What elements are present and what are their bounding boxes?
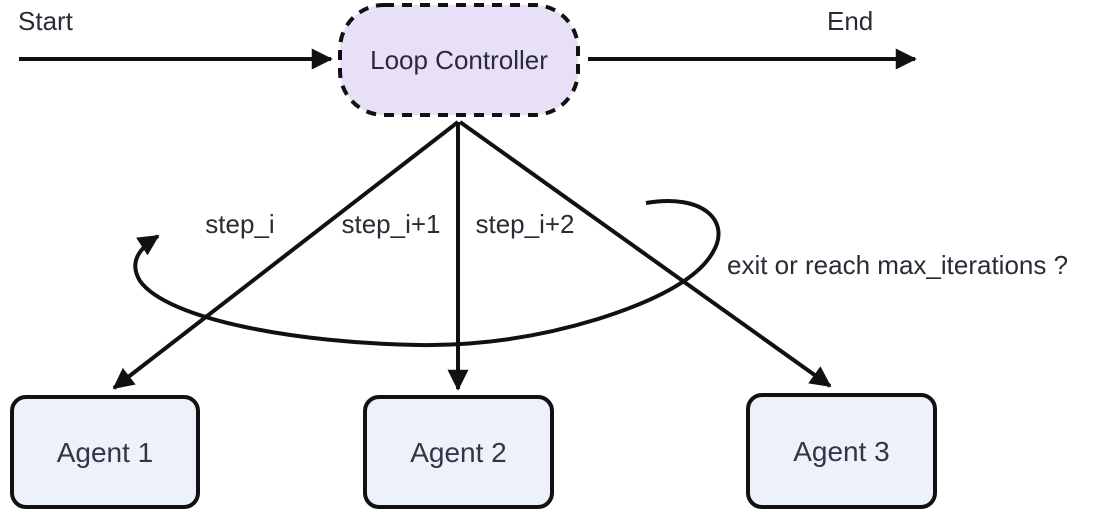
edge-step-i-label: step_i [205,209,275,239]
loop-controller-node [338,3,580,117]
loop-controller-label: Loop Controller [370,44,548,75]
loopback-arrow [133,199,721,348]
end-label: End [827,6,874,36]
start-label: Start [18,6,73,36]
agent-2-node [363,395,554,509]
exit-condition-label: exit or reach max_iterations ? [727,250,1069,280]
agent-3-label: Agent 3 [793,435,890,467]
edge-step-i2-label: step_i+2 [475,209,575,239]
edge-step-i-arrow [112,120,460,390]
agent-3-node [746,393,937,509]
agent-2-label: Agent 2 [410,436,507,468]
agent-1-label: Agent 1 [56,436,154,468]
edge-step-i2-arrow [458,120,832,388]
edge-step-i1-label: step_i+1 [341,209,441,239]
agent-1-node [10,395,200,509]
